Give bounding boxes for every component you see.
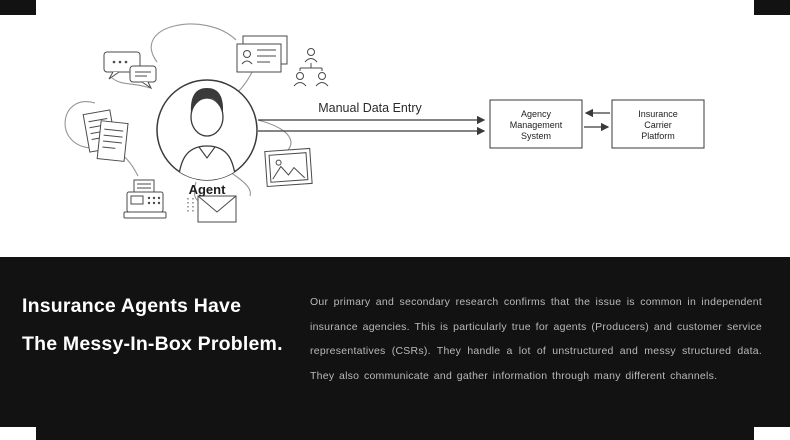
bottom-panel: Insurance Agents Have The Messy-In-Box P… xyxy=(0,257,790,440)
ams-label-line: System xyxy=(521,131,551,141)
agent-label: Agent xyxy=(189,182,227,197)
fax-machine-icon xyxy=(123,179,167,219)
system-integration-arrows xyxy=(584,108,610,132)
bottom-right-corner-mark xyxy=(754,427,790,440)
ams-label-line: Agency xyxy=(521,109,552,119)
photo-icon xyxy=(264,147,313,188)
slide-title: Insurance Agents Have The Messy-In-Box P… xyxy=(22,287,283,363)
insurance-carrier-platform-box: Insurance Carrier Platform xyxy=(611,99,705,149)
carrier-label-line: Carrier xyxy=(644,120,672,130)
ams-label-line: Management xyxy=(510,120,563,130)
envelope-icon xyxy=(187,195,237,223)
doodle-connector-lines xyxy=(64,23,292,203)
title-line-1: Insurance Agents Have xyxy=(22,295,242,317)
carrier-label-line: Insurance xyxy=(638,109,678,119)
bottom-left-corner-mark xyxy=(0,427,36,440)
body-paragraph: Our primary and secondary research confi… xyxy=(310,296,762,382)
top-right-corner-mark xyxy=(754,0,790,15)
chat-bubbles-icon xyxy=(103,51,157,90)
title-line-2: The Messy-In-Box Problem. xyxy=(22,333,283,355)
carrier-label-line: Platform xyxy=(641,131,675,141)
top-left-corner-mark xyxy=(0,0,36,15)
agent-workflow-diagram: Agent Manual Data Entry Agency Managemen… xyxy=(64,23,705,223)
contact-cards-icon xyxy=(236,35,288,73)
agent-avatar xyxy=(156,79,258,181)
manual-entry-label: Manual Data Entry xyxy=(318,101,422,115)
manual-entry-arrows xyxy=(258,115,486,136)
agency-management-system-box: Agency Management System xyxy=(489,99,583,149)
documents-icon xyxy=(82,109,129,162)
org-chart-icon xyxy=(293,48,329,87)
